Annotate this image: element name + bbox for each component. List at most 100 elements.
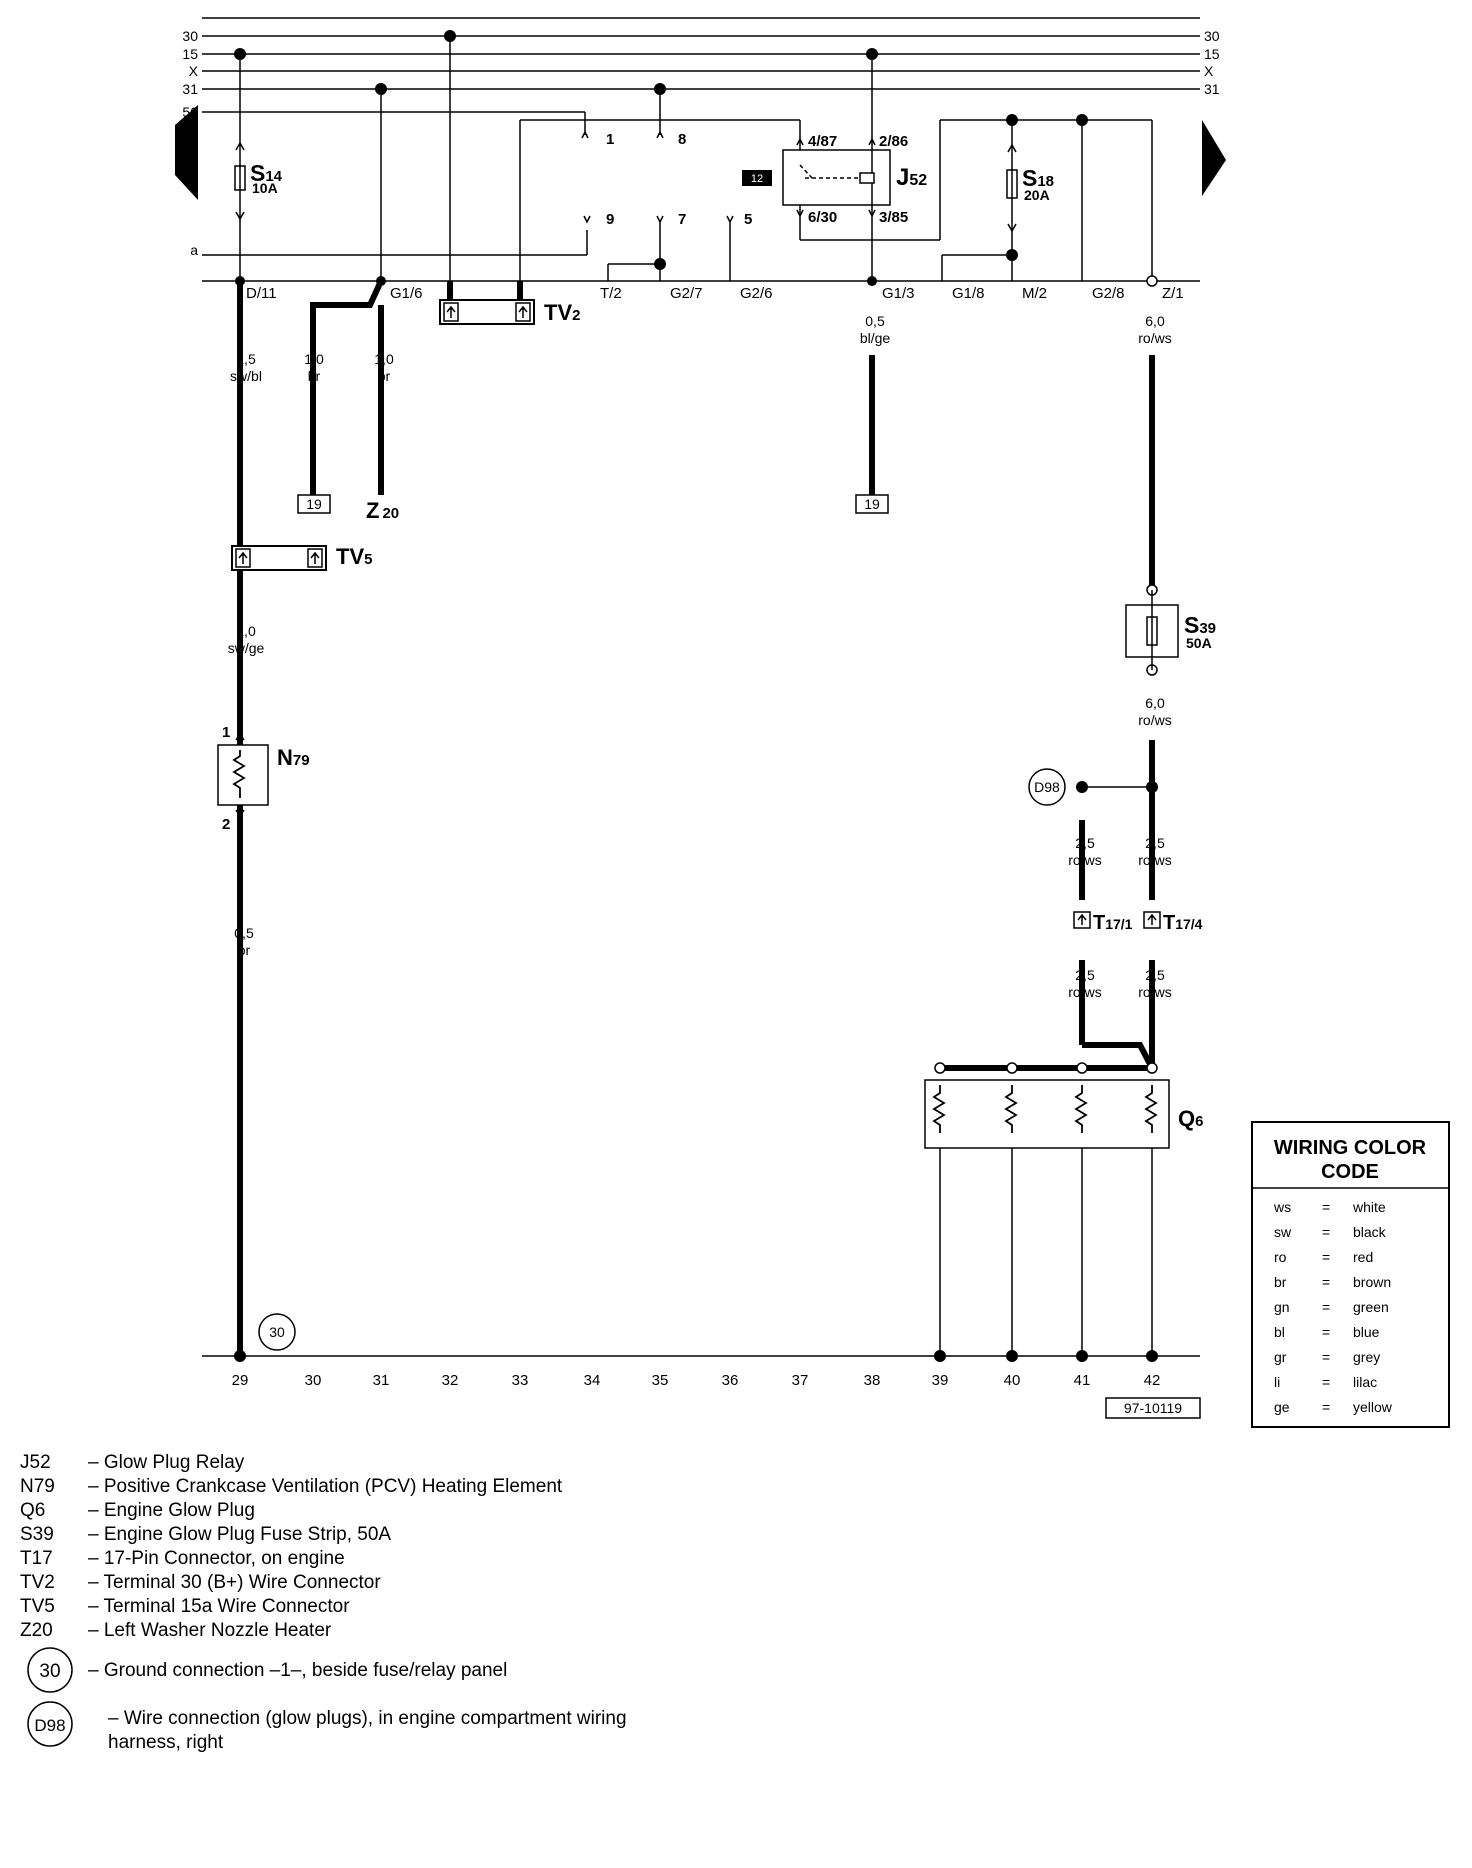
connector-tv2: TV2: [439, 299, 580, 325]
legend-desc: harness, right: [108, 1732, 224, 1753]
terminal-label: M/2: [1022, 285, 1047, 302]
doc-number: 97-10119: [1124, 1400, 1182, 1416]
bus-label: 30: [182, 28, 198, 44]
svg-text:29: 29: [232, 1372, 249, 1389]
relay-pin-label: 8: [678, 131, 686, 148]
svg-text:green: green: [1353, 1299, 1389, 1315]
svg-text:br: br: [238, 942, 251, 958]
arrow-right-icon: [1202, 120, 1226, 196]
svg-text:lilac: lilac: [1353, 1374, 1377, 1390]
bus-labels-left: 30 15 X 31 50 a: [182, 28, 198, 258]
color-code-title: CODE: [1321, 1161, 1379, 1183]
relay-pin-label: 3/85: [879, 209, 908, 226]
svg-text:37: 37: [792, 1372, 809, 1389]
svg-text:TV2: TV2: [544, 300, 580, 325]
svg-text:ro: ro: [1274, 1249, 1287, 1265]
svg-text:6,0: 6,0: [1145, 313, 1165, 329]
thick-wires: [237, 279, 1155, 1356]
svg-text:2,5: 2,5: [1075, 967, 1095, 983]
bus-label: 30: [1204, 28, 1220, 44]
svg-text:li: li: [1274, 1374, 1280, 1390]
svg-text:2: 2: [222, 816, 230, 833]
svg-text:=: =: [1322, 1399, 1330, 1415]
legend-code: Z20: [20, 1620, 53, 1641]
svg-text:ro/ws: ro/ws: [1138, 330, 1171, 346]
relay-pin-labels: 1 8 9 7 5: [606, 131, 752, 228]
svg-text:gn: gn: [1274, 1299, 1290, 1315]
relay-slot: 12: [751, 173, 763, 185]
legend-desc: – Terminal 30 (B+) Wire Connector: [88, 1572, 381, 1593]
svg-text:1,5: 1,5: [236, 351, 256, 367]
relay-pin-label: 4/87: [808, 133, 837, 150]
svg-text:38: 38: [864, 1372, 881, 1389]
svg-text:gr: gr: [1274, 1349, 1287, 1365]
legend-desc: – Left Washer Nozzle Heater: [88, 1620, 332, 1641]
arrow-left-icon: [175, 105, 198, 200]
legend-desc: – Ground connection –1–, beside fuse/rel…: [88, 1660, 507, 1681]
svg-text:=: =: [1322, 1374, 1330, 1390]
ground-30-ref: 30: [269, 1324, 285, 1340]
fuse-s14: S14 10A: [234, 141, 283, 221]
svg-text:39: 39: [932, 1372, 949, 1389]
legend-desc: – Wire connection (glow plugs), in engin…: [108, 1708, 627, 1729]
svg-text:bl/ge: bl/ge: [860, 330, 891, 346]
svg-text:ro/ws: ro/ws: [1068, 852, 1101, 868]
legend-code: J52: [20, 1452, 51, 1473]
svg-text:2,5: 2,5: [1145, 835, 1165, 851]
terminal-label: G2/7: [670, 285, 703, 302]
relay-pin-label: 9: [606, 211, 614, 228]
svg-text:32: 32: [442, 1372, 459, 1389]
legend-code: TV5: [20, 1596, 55, 1617]
ref-19: 19: [864, 496, 880, 512]
svg-text:40: 40: [1004, 1372, 1021, 1389]
color-code-table: WIRING COLOR CODE ws=white sw=black ro=r…: [1251, 1121, 1450, 1428]
svg-text:=: =: [1322, 1324, 1330, 1340]
terminal-labels: D/11 G1/6 T/2 G2/7 G2/6 G1/3 G1/8 M/2 G2…: [246, 285, 1184, 302]
svg-text:30: 30: [305, 1372, 322, 1389]
svg-text:2,5: 2,5: [1075, 835, 1095, 851]
d98-ref: D98: [1034, 779, 1060, 795]
legend-code: T17: [20, 1548, 53, 1569]
open-terminals: [934, 275, 1158, 1074]
svg-text:ro/ws: ro/ws: [1138, 852, 1171, 868]
svg-text:50A: 50A: [1186, 635, 1212, 651]
legend-desc: – Positive Crankcase Ventilation (PCV) H…: [88, 1476, 563, 1497]
color-code-title: WIRING COLOR: [1274, 1137, 1427, 1159]
terminal-label: T/2: [600, 285, 622, 302]
svg-text:blue: blue: [1353, 1324, 1380, 1340]
terminal-label: Z/1: [1162, 285, 1184, 302]
connector-tv5: TV5: [231, 544, 372, 571]
bus-lines: [202, 17, 1200, 1357]
legend-code: Q6: [20, 1500, 45, 1521]
fuse-s18: S18 20A: [1006, 143, 1054, 233]
svg-text:=: =: [1322, 1299, 1330, 1315]
svg-text:10A: 10A: [252, 180, 278, 196]
svg-text:=: =: [1322, 1199, 1330, 1215]
svg-text:=: =: [1322, 1249, 1330, 1265]
svg-text:ws: ws: [1273, 1199, 1291, 1215]
legend-code: N79: [20, 1476, 55, 1497]
svg-text:sw/ge: sw/ge: [228, 640, 265, 656]
svg-text:=: =: [1322, 1274, 1330, 1290]
svg-text:0,5: 0,5: [234, 925, 254, 941]
svg-text:br: br: [308, 368, 321, 384]
terminal-label: G1/3: [882, 285, 915, 302]
svg-text:N79: N79: [277, 745, 310, 770]
svg-text:ro/ws: ro/ws: [1068, 984, 1101, 1000]
relay-pin-label: 6/30: [808, 209, 837, 226]
svg-text:T17/4: T17/4: [1163, 912, 1203, 934]
svg-text:2,5: 2,5: [1145, 967, 1165, 983]
svg-text:grey: grey: [1353, 1349, 1380, 1365]
legend-circle-code: D98: [34, 1716, 65, 1735]
svg-text:1: 1: [222, 724, 230, 741]
svg-text:br: br: [378, 368, 391, 384]
bus-label: 31: [1204, 81, 1220, 97]
terminal-label: D/11: [246, 285, 277, 302]
svg-text:31: 31: [373, 1372, 390, 1389]
relay-name: J52: [896, 164, 927, 191]
svg-text:ro/ws: ro/ws: [1138, 712, 1171, 728]
svg-text:S18: S18: [1022, 165, 1054, 191]
svg-text:0,5: 0,5: [865, 313, 885, 329]
legend-desc: – 17-Pin Connector, on engine: [88, 1548, 345, 1569]
